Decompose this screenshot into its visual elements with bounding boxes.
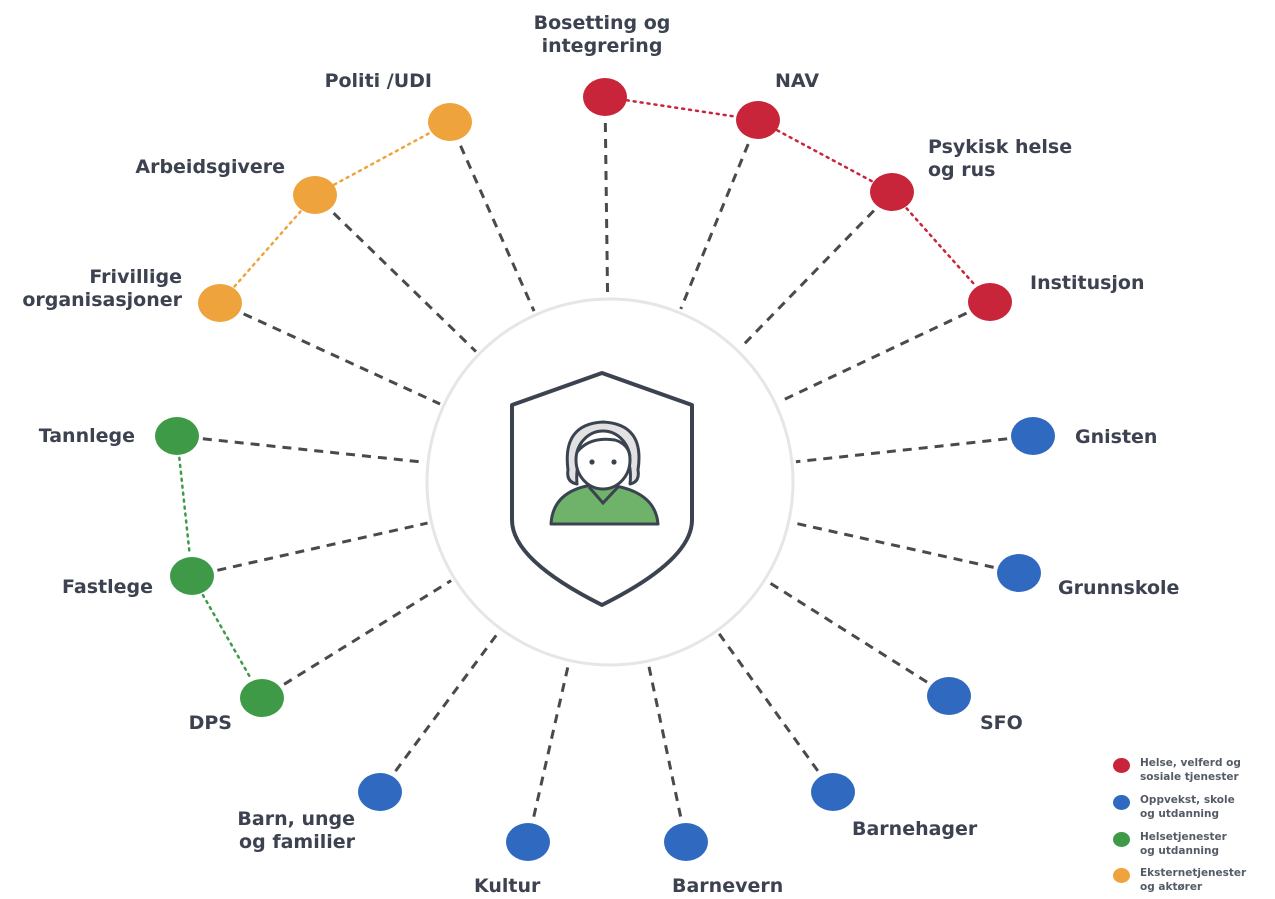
node-dps: [240, 679, 284, 717]
node-label-barnevern: Barnevern: [672, 875, 784, 897]
chain-red: [625, 99, 977, 287]
legend-dot-blue: [1113, 795, 1130, 810]
connector-tannlege: [202, 437, 425, 464]
group-chain-lines: [178, 99, 977, 681]
connector-gnisten: [795, 437, 1008, 464]
connector-lines: [202, 122, 1008, 817]
connector-barnehager: [717, 632, 820, 772]
node-barnevern: [664, 823, 708, 861]
node-fastlege: [170, 557, 214, 595]
legend-label: Helsetjenester og utdanning: [1140, 831, 1227, 857]
node-label-fastlege: Fastlege: [62, 576, 153, 598]
legend-dot-green: [1113, 832, 1130, 847]
node-bosetting: [583, 78, 627, 116]
node-grunnskole: [997, 554, 1041, 592]
person-eye-left: [589, 459, 595, 465]
chain-green: [178, 456, 253, 681]
person-fringe: [575, 437, 632, 457]
legend-label: Oppvekst, skole og utdanning: [1140, 794, 1235, 820]
node-label-frivillige: Frivillige organisasjoner: [22, 266, 182, 311]
person-collar: [587, 485, 620, 506]
connector-barn: [394, 631, 500, 773]
node-label-sfo: SFO: [980, 712, 1023, 734]
node-label-psykisk: Psykisk helse og rus: [928, 136, 1073, 181]
legend-label: Helse, velferd og sosiale tjenester: [1140, 757, 1241, 783]
connector-barnevern: [647, 664, 683, 817]
node-nav: [736, 101, 780, 139]
node-label-grunnskole: Grunnskole: [1058, 577, 1180, 599]
legend-item-green: Helsetjenester og utdanning: [1113, 830, 1275, 858]
node-label-barn: Barn, unge og familier: [237, 808, 355, 853]
connector-dps: [283, 579, 452, 686]
person-face: [574, 429, 632, 491]
connector-psykisk: [739, 209, 875, 349]
node-psykisk: [870, 173, 914, 211]
person-in-shield-icon: [510, 371, 694, 607]
legend-item-blue: Oppvekst, skole og utdanning: [1113, 793, 1275, 821]
connector-institusjon: [778, 311, 968, 404]
node-barn: [358, 773, 402, 811]
node-frivillige: [198, 284, 242, 322]
node-institusjon: [968, 283, 1012, 321]
node-gnisten: [1011, 417, 1055, 455]
chain-orange: [233, 131, 432, 288]
node-tannlege: [155, 417, 199, 455]
connector-politi: [459, 145, 536, 312]
connector-frivillige: [243, 312, 441, 406]
legend-item-red: Helse, velferd og sosiale tjenester: [1113, 756, 1275, 784]
node-label-nav: NAV: [775, 70, 820, 92]
connector-sfo: [767, 580, 928, 684]
connector-bosetting: [603, 122, 610, 296]
connector-kultur: [532, 663, 570, 817]
legend-dot-red: [1113, 758, 1130, 773]
connector-fastlege: [217, 521, 428, 572]
node-label-dps: DPS: [188, 712, 232, 734]
node-sfo: [927, 677, 971, 715]
node-label-bosetting: Bosetting og integrering: [533, 12, 671, 57]
node-label-politi: Politi /UDI: [324, 70, 432, 92]
connector-nav: [679, 143, 750, 310]
node-politi: [428, 103, 472, 141]
node-label-institusjon: Institusjon: [1030, 272, 1145, 294]
connector-arbeidsgivere: [332, 212, 478, 353]
node-barnehager: [811, 773, 855, 811]
node-label-barnehager: Barnehager: [852, 818, 978, 840]
service-nodes: [155, 78, 1055, 861]
person-eye-right: [611, 459, 617, 465]
node-label-kultur: Kultur: [474, 875, 541, 897]
node-arbeidsgivere: [293, 176, 337, 214]
connector-grunnskole: [792, 521, 994, 569]
node-label-gnisten: Gnisten: [1075, 426, 1158, 448]
legend-item-orange: Eksternetjenester og aktører: [1113, 866, 1275, 894]
legend-label: Eksternetjenester og aktører: [1140, 867, 1247, 893]
node-label-arbeidsgivere: Arbeidsgivere: [135, 156, 285, 178]
node-kultur: [506, 823, 550, 861]
legend-dot-orange: [1113, 868, 1130, 883]
node-label-tannlege: Tannlege: [38, 425, 135, 447]
